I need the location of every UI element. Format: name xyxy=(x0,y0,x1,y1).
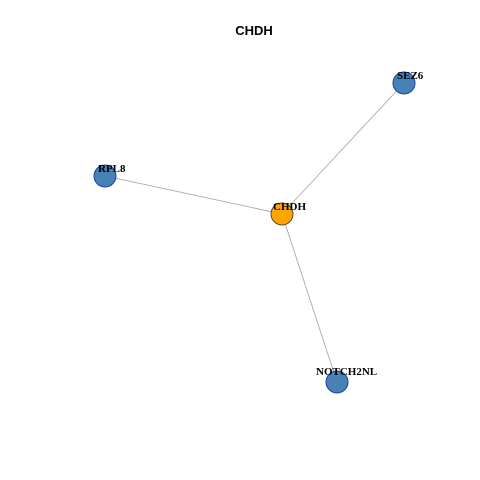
edge-chdh-rpl8 xyxy=(104,175,283,215)
node-rpl8 xyxy=(93,164,117,188)
edge-chdh-notch2nl xyxy=(281,213,338,383)
node-label-rpl8: RPL8 xyxy=(98,163,126,175)
node-chdh xyxy=(270,202,294,226)
node-label-chdh: CHDH xyxy=(273,201,306,213)
edges-layer xyxy=(104,82,405,383)
node-notch2nl xyxy=(325,370,349,394)
node-sez6 xyxy=(392,71,416,95)
node-label-sez6: SEZ6 xyxy=(397,70,424,82)
node-label-notch2nl: NOTCH2NL xyxy=(316,366,377,378)
graph-title: CHDH xyxy=(235,23,273,38)
nodes-layer xyxy=(93,71,416,394)
edge-chdh-sez6 xyxy=(281,82,405,215)
